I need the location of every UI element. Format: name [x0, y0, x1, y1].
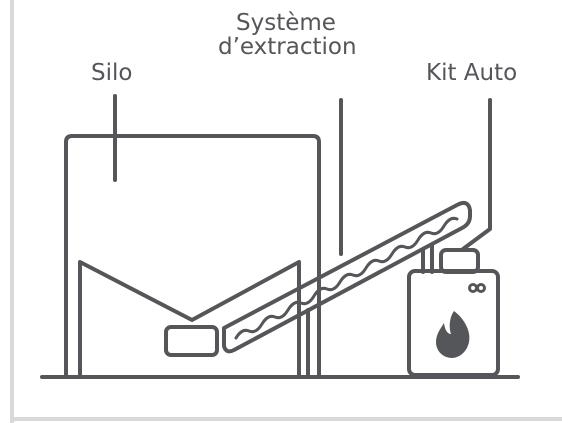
- silo-label: Silo: [91, 60, 133, 86]
- kit-auto-label: Kit Auto: [426, 60, 518, 86]
- kit-auto-leader-line: [461, 98, 492, 251]
- kit-auto-module: [439, 248, 480, 274]
- silo-body: [64, 134, 321, 378]
- silo-hatch: [164, 325, 219, 357]
- silo-hopper: [78, 260, 301, 378]
- flame-icon: [436, 311, 470, 358]
- extraction-label-line2: d’extraction: [218, 34, 357, 60]
- auger-spiral: [234, 216, 459, 340]
- infinity-icon: [468, 283, 486, 293]
- auger-tube: [222, 200, 472, 354]
- extraction-label-line1: Système: [236, 10, 336, 36]
